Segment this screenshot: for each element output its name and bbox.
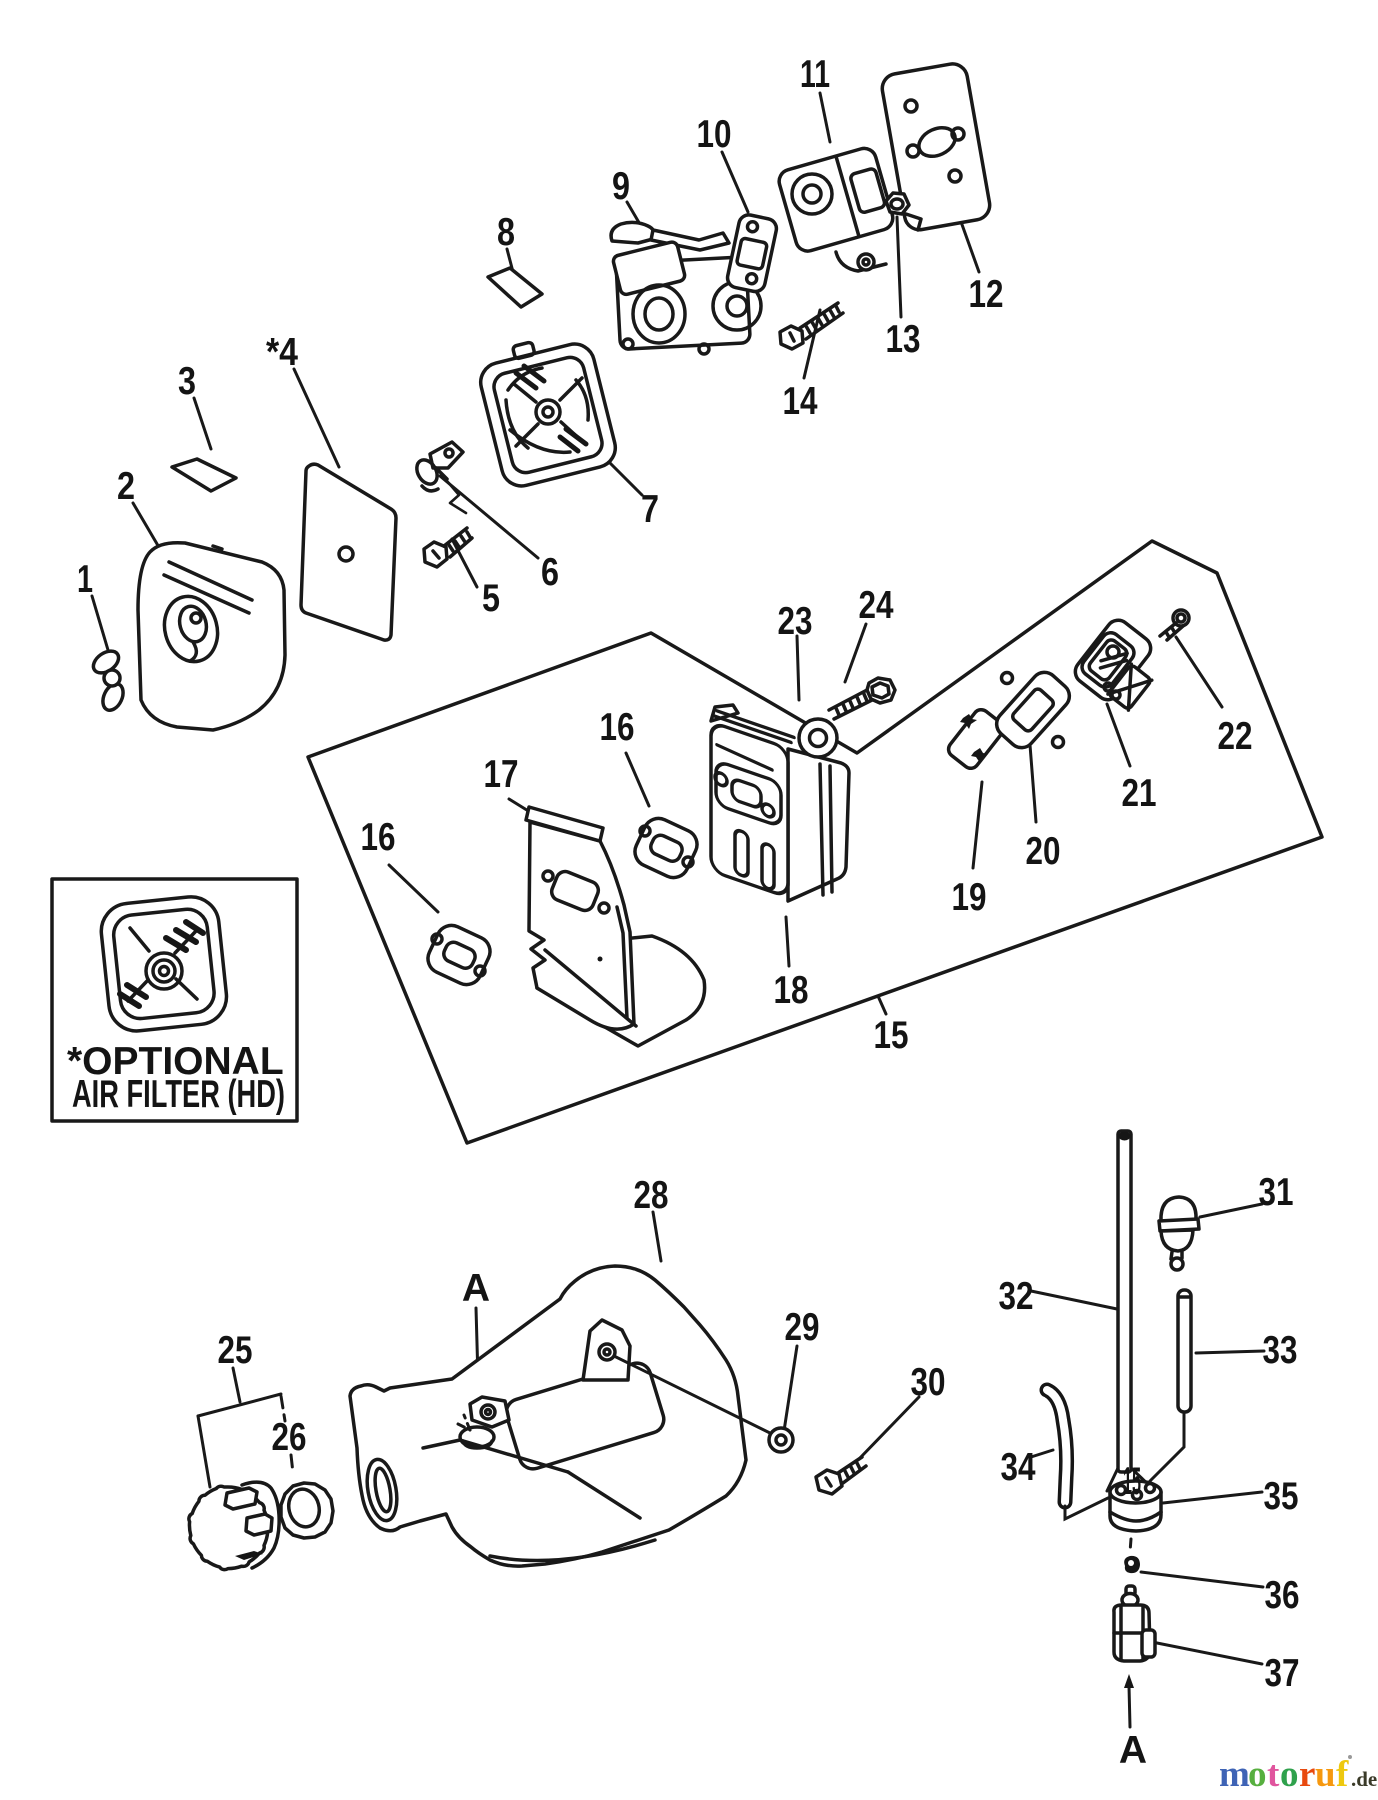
svg-text:m: m [1219,1754,1250,1795]
svg-text:36: 36 [1265,1574,1300,1617]
svg-text:28: 28 [634,1174,669,1217]
svg-text:32: 32 [999,1275,1034,1318]
svg-text:12: 12 [969,273,1004,316]
svg-text:15: 15 [874,1014,909,1057]
svg-text:13: 13 [886,318,921,361]
svg-text:18: 18 [774,969,809,1012]
svg-text:r: r [1299,1754,1315,1795]
svg-text:A: A [462,1267,490,1310]
svg-text:34: 34 [1001,1446,1036,1489]
svg-text:33: 33 [1263,1329,1298,1372]
svg-text:o: o [1280,1754,1299,1795]
svg-text:24: 24 [859,584,894,627]
svg-text:19: 19 [952,876,987,919]
svg-text:t: t [1267,1754,1280,1795]
svg-text:*OPTIONAL: *OPTIONAL [67,1040,284,1083]
svg-text:.de: .de [1351,1767,1377,1791]
svg-text:AIR FILTER (HD): AIR FILTER (HD) [72,1073,285,1116]
svg-text:30: 30 [911,1361,946,1404]
svg-text:16: 16 [361,816,396,859]
svg-text:31: 31 [1259,1171,1294,1214]
svg-text:f: f [1336,1754,1349,1795]
svg-text:*4: *4 [266,331,298,374]
svg-text:A: A [1119,1729,1147,1772]
svg-text:o: o [1248,1754,1267,1795]
svg-text:25: 25 [218,1329,253,1372]
svg-text:8: 8 [497,211,515,254]
svg-text:21: 21 [1122,772,1157,815]
svg-text:37: 37 [1265,1652,1300,1695]
svg-text:1: 1 [77,558,93,601]
svg-text:u: u [1315,1754,1336,1795]
svg-text:11: 11 [800,53,830,96]
svg-text:10: 10 [697,113,732,156]
svg-text:7: 7 [641,488,659,531]
svg-text:35: 35 [1264,1475,1299,1518]
svg-text:26: 26 [272,1416,307,1459]
svg-text:20: 20 [1026,830,1061,873]
svg-text:6: 6 [541,551,559,594]
svg-text:16: 16 [600,706,635,749]
svg-text:29: 29 [785,1306,820,1349]
svg-text:9: 9 [612,165,630,208]
svg-text:2: 2 [117,465,135,508]
svg-text:14: 14 [783,380,818,423]
svg-text:22: 22 [1218,715,1253,758]
svg-text:15: 15 [1123,1460,1141,1503]
svg-text:17: 17 [484,753,519,796]
svg-text:5: 5 [482,577,500,620]
svg-text:3: 3 [178,360,196,403]
svg-text:23: 23 [778,600,813,643]
